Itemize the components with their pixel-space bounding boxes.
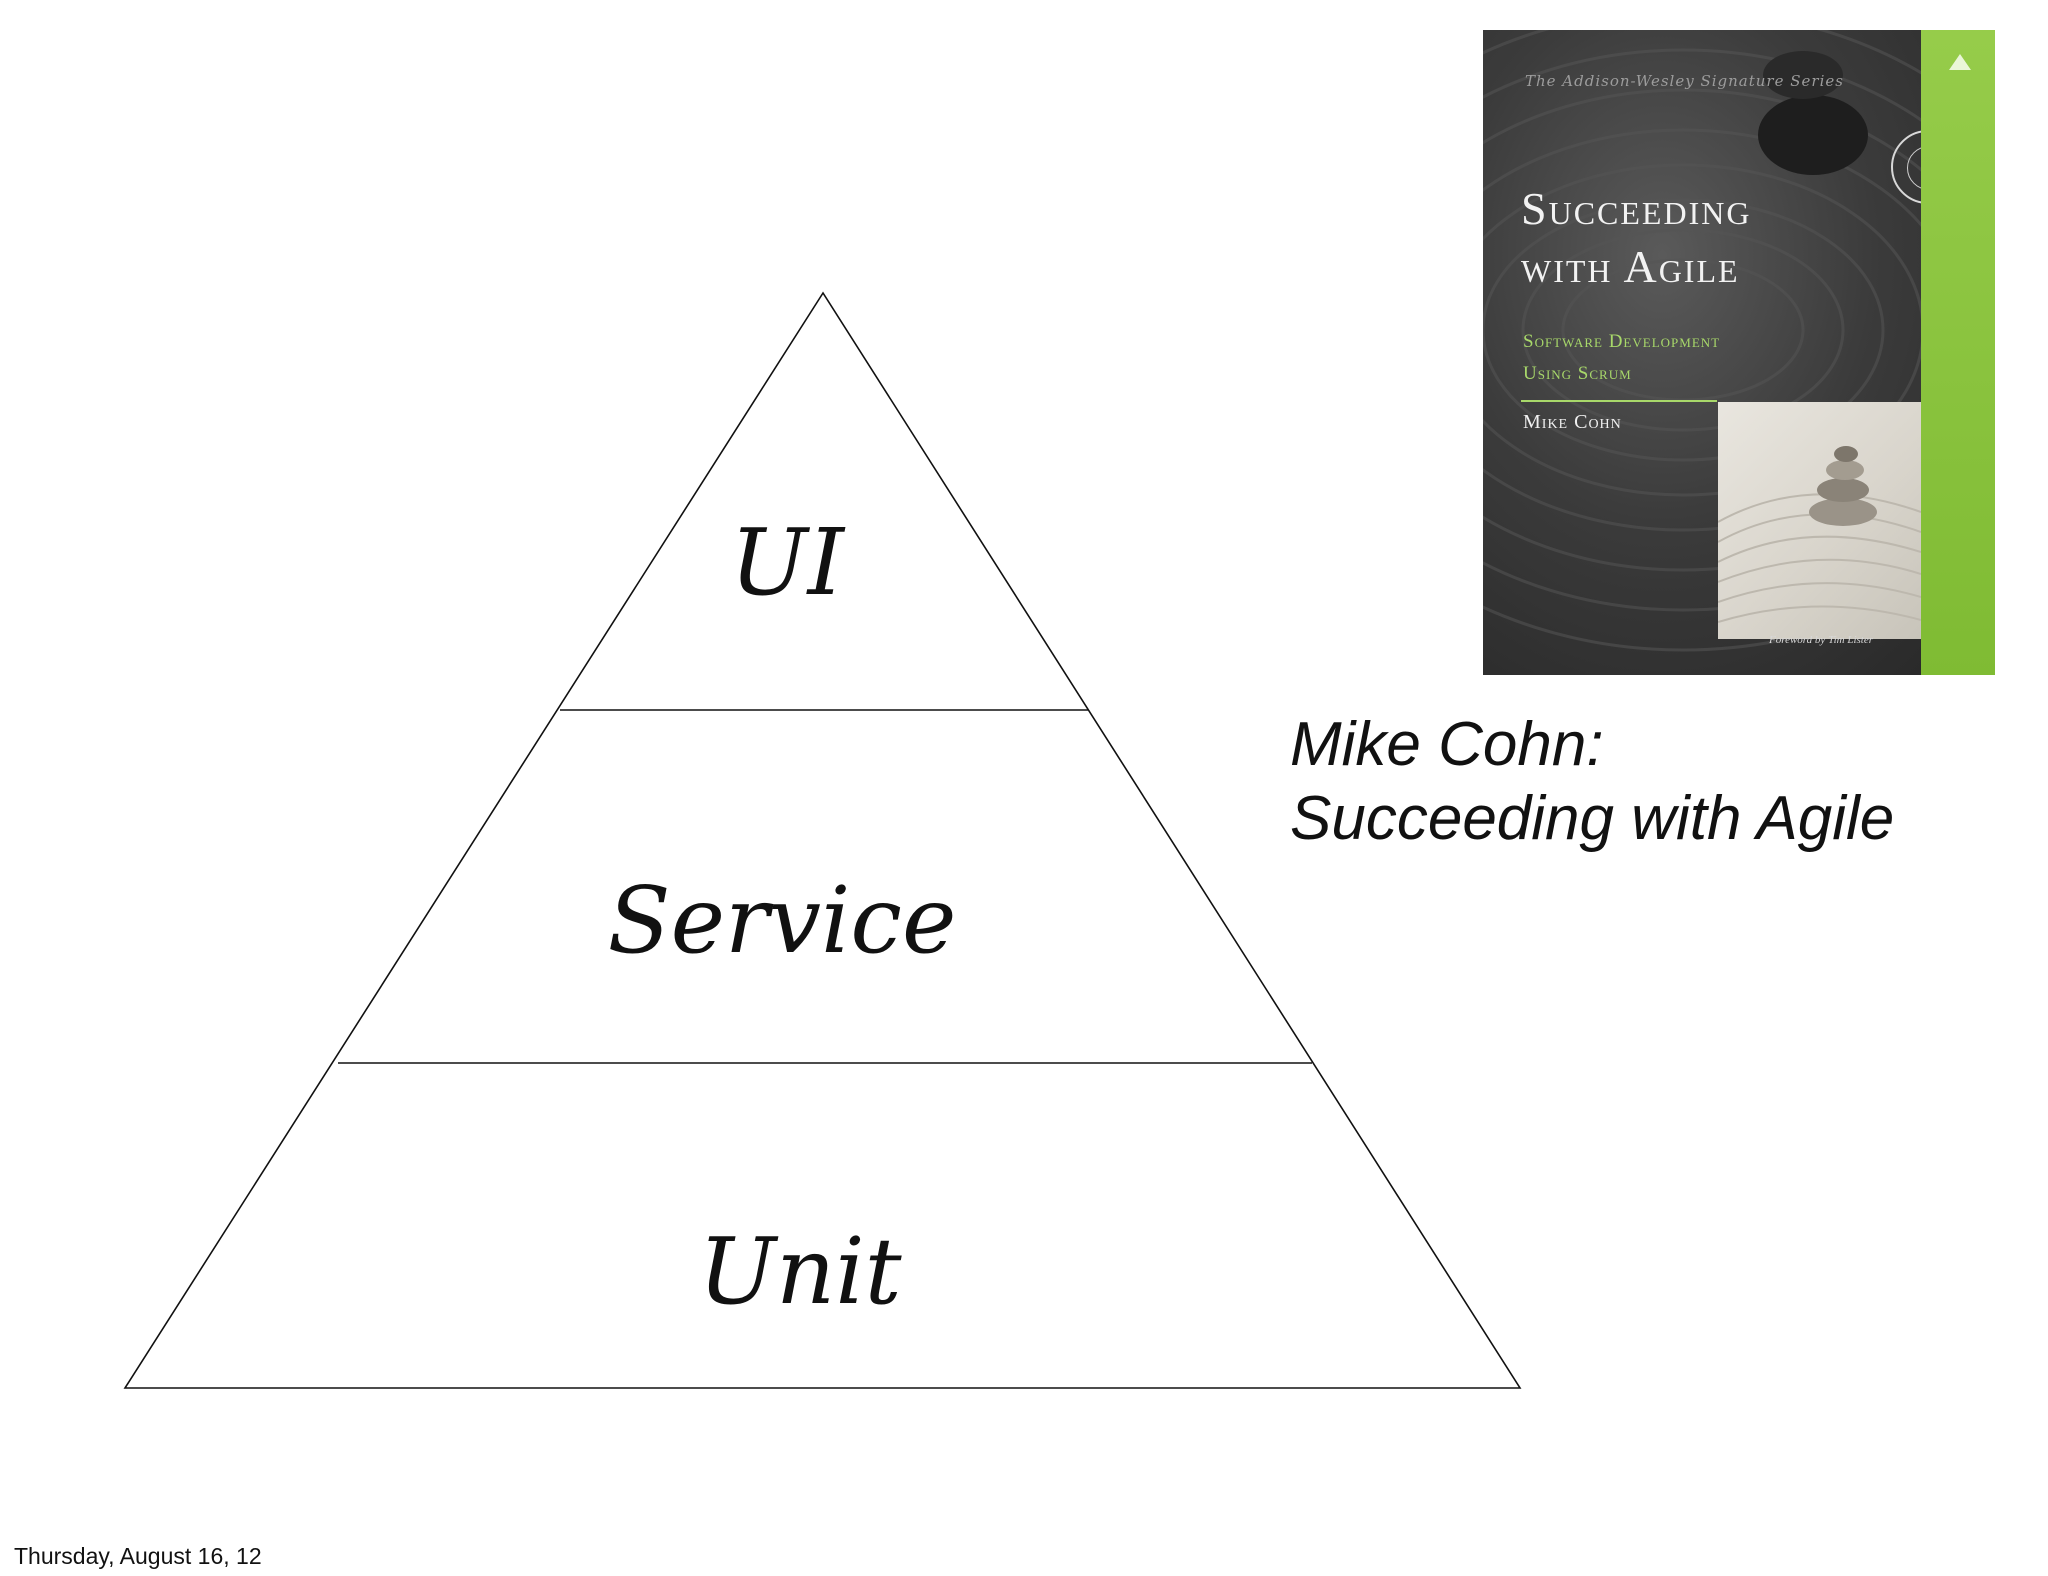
pyramid-outline	[123, 291, 1522, 1389]
book-subtitle: Software Development Using Scrum	[1523, 331, 1721, 384]
zen-sand-ripples	[1483, 30, 1923, 652]
book-series: The Addison-Wesley Signature Series	[1525, 72, 1844, 90]
caption-title: Succeeding with Agile	[1290, 784, 1895, 853]
book-foreword: Foreword by Tim Lister	[1769, 634, 1874, 646]
book-caption: Mike Cohn: Succeeding with Agile	[1290, 708, 1894, 856]
book-spine	[1921, 30, 1995, 675]
test-pyramid-diagram: UI Service Unit	[123, 291, 1522, 1389]
publisher-logo-icon	[1949, 54, 1971, 70]
caption-author: Mike Cohn:	[1290, 710, 1604, 779]
tier-label-ui: UI	[730, 509, 846, 616]
book-cover: The Addison-Wesley Signature Series Succ…	[1483, 30, 1995, 675]
zen-stones-photo	[1718, 402, 1921, 639]
tier-label-service: Service	[608, 867, 957, 974]
footer-date: Thursday, August 16, 12	[14, 1543, 262, 1569]
book-author: Mike Cohn	[1523, 411, 1622, 433]
tier-label-unit: Unit	[698, 1218, 902, 1325]
book-divider	[1521, 400, 1717, 402]
stone-icon	[1763, 51, 1843, 99]
stone-icon	[1758, 95, 1868, 175]
book-title: Succeeding with Agile	[1521, 183, 1752, 292]
